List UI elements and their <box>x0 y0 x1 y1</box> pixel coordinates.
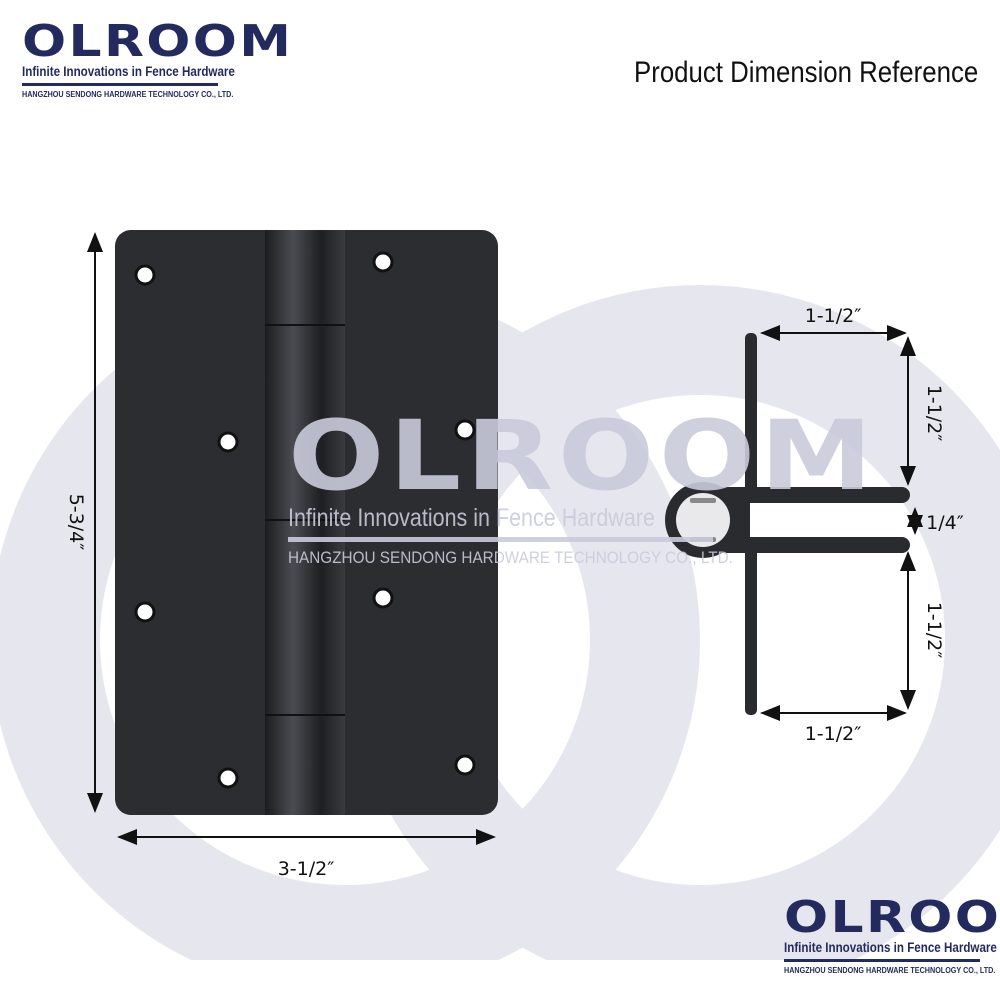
page-title: Product Dimension Reference <box>633 56 978 89</box>
logo-tagline: Infinite Innovations in Fence Hardware <box>22 64 235 79</box>
watermark-brand: OLROOM <box>288 400 878 512</box>
logo-tagline: Infinite Innovations in Fence Hardware <box>784 940 997 955</box>
hinge-front-view <box>115 230 498 815</box>
logo-wordmark: OLROOM <box>784 892 1000 943</box>
logo-company: HANGZHOU SENDONG HARDWARE TECHNOLOGY CO.… <box>22 90 234 99</box>
logo-company: HANGZHOU SENDONG HARDWARE TECHNOLOGY CO.… <box>784 966 996 975</box>
watermark-tagline: Infinite Innovations in Fence Hardware <box>288 504 655 532</box>
brand-logo-top: OLROOM Infinite Innovations in Fence Har… <box>22 20 291 99</box>
side-top-leg-label: 1-1/2″ <box>923 385 945 442</box>
side-dimension-lines <box>760 325 923 721</box>
watermark-company: HANGZHOU SENDONG HARDWARE TECHNOLOGY CO.… <box>288 548 733 567</box>
width-label: 3-1/2″ <box>278 858 335 880</box>
front-dimension-lines <box>87 232 496 845</box>
brand-logo-bottom: OLROOM Infinite Innovations in Fence Har… <box>784 896 1000 975</box>
side-gap-label: 1/4″ <box>926 512 964 534</box>
side-bottom-width-label: 1-1/2″ <box>805 723 862 745</box>
center-watermark-logo: OLROOM Infinite Innovations in Fence Har… <box>288 408 873 568</box>
side-top-width-label: 1-1/2″ <box>805 305 862 327</box>
logo-wordmark: OLROOM <box>22 16 294 67</box>
side-bottom-leg-label: 1-1/2″ <box>923 602 945 659</box>
height-label: 5-3/4″ <box>65 494 87 551</box>
